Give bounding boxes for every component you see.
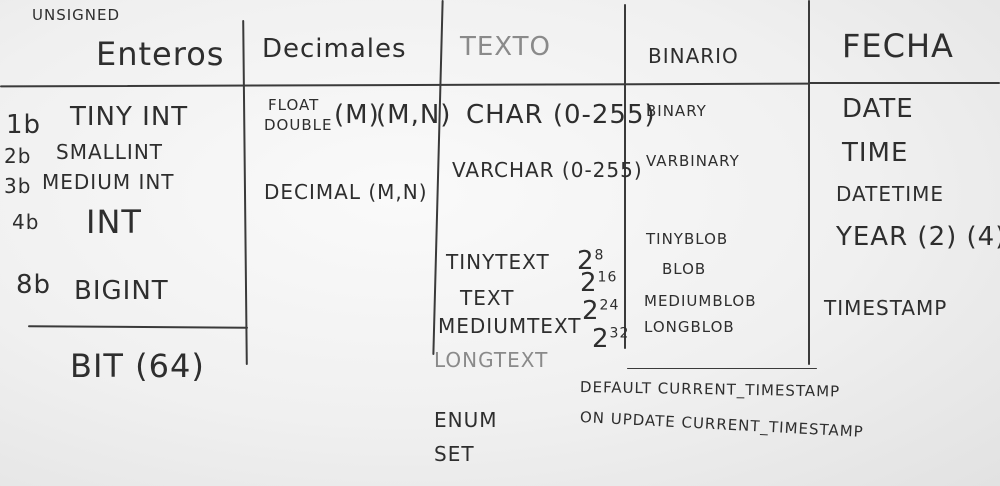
note-default-current-timestamp: DEFAULT CURRENT_TIMESTAMP bbox=[579, 378, 841, 401]
type-time: TIME bbox=[842, 138, 909, 168]
power-base-32: 232 bbox=[592, 324, 630, 354]
type-text: TEXT bbox=[460, 286, 515, 310]
type-bit: BIT (64) bbox=[70, 347, 205, 385]
size-4b: 4b bbox=[12, 210, 40, 234]
type-tinyblob: TINYBLOB bbox=[646, 230, 729, 248]
type-set: SET bbox=[434, 442, 475, 466]
type-varchar: VARCHAR (0-255) bbox=[452, 158, 643, 182]
type-int: INT bbox=[86, 203, 142, 241]
type-mediumblob: MEDIUMBLOB bbox=[644, 292, 757, 310]
column-divider-texto bbox=[624, 4, 626, 349]
type-enum: ENUM bbox=[434, 408, 498, 432]
power-base-24: 224 bbox=[582, 296, 620, 326]
type-mediumint: MEDIUM INT bbox=[42, 170, 175, 194]
type-decimal: DECIMAL (M,N) bbox=[264, 180, 428, 204]
unsigned-label: UNSIGNED bbox=[32, 6, 121, 24]
bit-separator-line bbox=[27, 325, 249, 329]
type-binary: BINARY bbox=[646, 102, 707, 120]
type-double: DOUBLE bbox=[264, 116, 333, 134]
size-8b: 8b bbox=[16, 270, 52, 300]
column-divider-enteros bbox=[242, 19, 248, 366]
type-date: DATE bbox=[842, 94, 914, 124]
column-divider-decimales bbox=[432, 0, 444, 355]
header-divider-line-right bbox=[808, 82, 1000, 84]
type-longblob: LONGBLOB bbox=[644, 318, 735, 336]
header-texto: TEXTO bbox=[460, 32, 552, 62]
type-smallint: SMALLINT bbox=[56, 140, 163, 164]
note-on-update-current-timestamp: ON UPDATE CURRENT_TIMESTAMP bbox=[579, 408, 865, 441]
type-bigint: BIGINT bbox=[74, 276, 169, 306]
header-divider-line bbox=[0, 82, 811, 88]
type-varbinary: VARBINARY bbox=[646, 152, 740, 170]
type-timestamp: TIMESTAMP bbox=[824, 296, 948, 320]
type-tinytext: TINYTEXT bbox=[446, 250, 550, 274]
type-mediumtext: MEDIUMTEXT bbox=[438, 314, 582, 338]
power-base-16: 216 bbox=[580, 268, 618, 298]
column-divider-binario bbox=[808, 0, 810, 365]
size-1b: 1b bbox=[6, 110, 42, 140]
size-3b: 3b bbox=[4, 174, 32, 198]
header-fecha: FECHA bbox=[842, 27, 954, 65]
header-decimales: Decimales bbox=[262, 34, 407, 64]
type-float: FLOAT bbox=[268, 96, 320, 114]
decimales-m: (M) bbox=[334, 100, 380, 130]
binario-bottom-line bbox=[627, 368, 817, 369]
power-base-8: 28 bbox=[577, 246, 605, 276]
decimales-mn: (M,N) bbox=[376, 100, 452, 130]
header-binario: BINARIO bbox=[648, 44, 739, 68]
size-2b: 2b bbox=[4, 144, 32, 168]
type-longtext: LONGTEXT bbox=[434, 348, 549, 372]
type-tinyint: TINY INT bbox=[70, 102, 189, 132]
type-datetime: DATETIME bbox=[836, 182, 945, 206]
type-year: YEAR (2) (4) bbox=[836, 222, 1000, 252]
type-char: CHAR (0-255) bbox=[466, 100, 656, 130]
type-blob: BLOB bbox=[662, 260, 707, 278]
header-enteros: Enteros bbox=[96, 35, 225, 73]
